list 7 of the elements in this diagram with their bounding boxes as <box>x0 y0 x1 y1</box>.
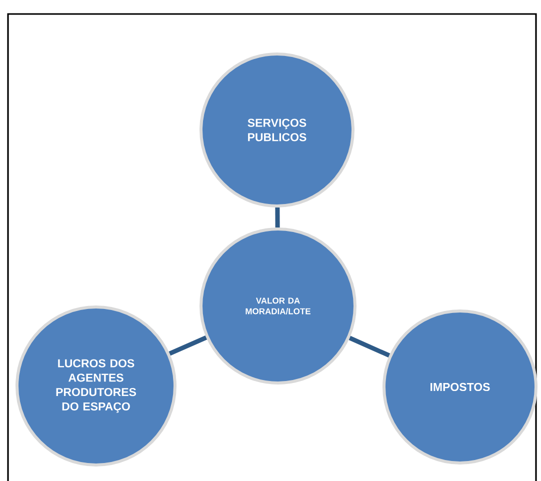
connector-line <box>168 336 208 356</box>
circle-node: IMPOSTOS <box>382 310 538 464</box>
circle-node: LUCROS DOS AGENTES PRODUTORES DO ESPAÇO <box>16 306 176 466</box>
circle-node: SERVIÇOS PUBLICOS <box>200 52 354 208</box>
connector-line <box>275 207 280 228</box>
circle-node: VALOR DA MORADIA/LOTE <box>200 228 356 384</box>
connector-line <box>348 336 390 358</box>
